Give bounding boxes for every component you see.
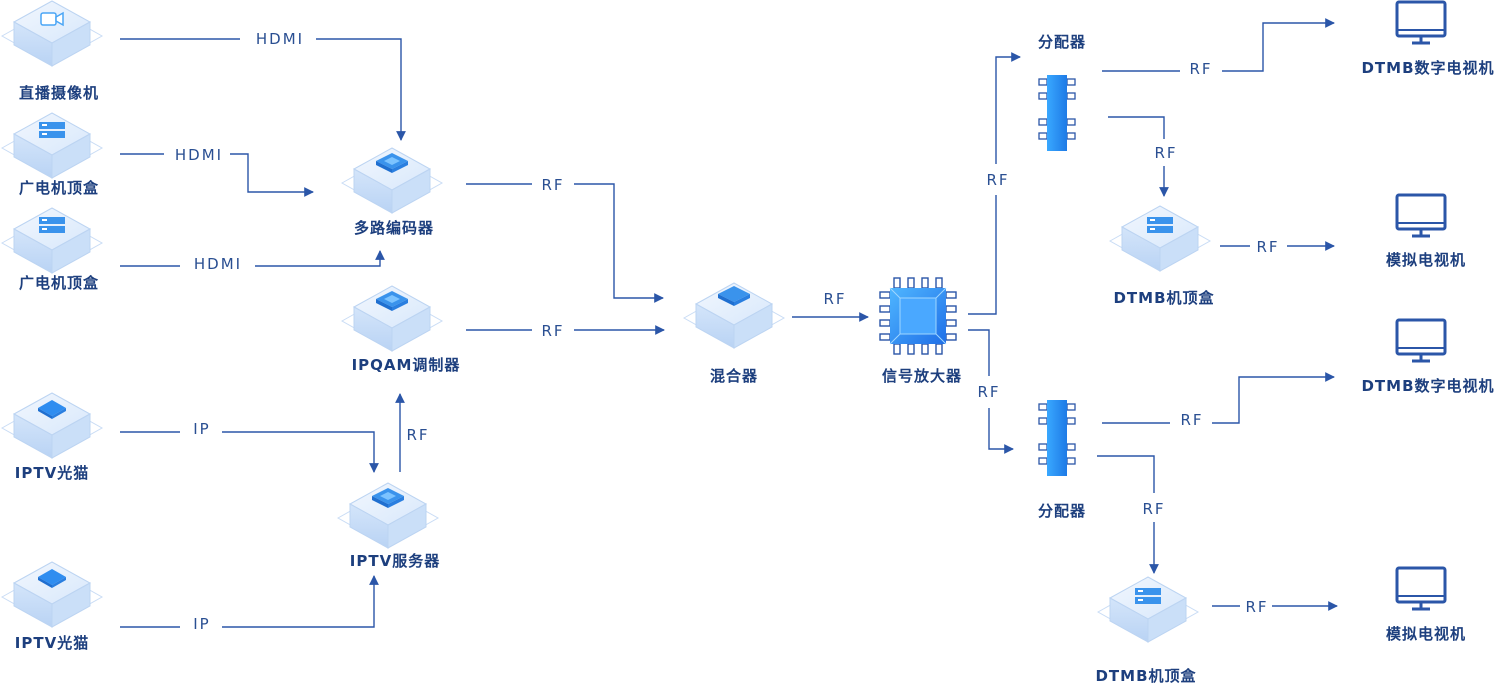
- node-encoder: [341, 147, 443, 214]
- camera-icon: [40, 11, 64, 27]
- monitor-icon: [1395, 566, 1447, 611]
- modem-icon: [38, 569, 66, 588]
- edge-label-amp-splitter-bottom: RF: [977, 383, 1000, 401]
- edge-label-stb2-encoder: HDMI: [194, 255, 242, 273]
- edge-modem1-server: [120, 431, 374, 472]
- edge-splitter-top-stb: [1108, 116, 1164, 196]
- edge-label-stb-top-analog: RF: [1256, 238, 1279, 256]
- node-dtmb-tv-bottom: [1395, 318, 1447, 363]
- node-stb2: [1, 207, 103, 274]
- label-iptv-server: IPTV服务器: [350, 552, 440, 570]
- edge-modem2-server: [120, 576, 374, 628]
- edge-amp-splitter-bottom: [968, 329, 1013, 449]
- label-dtmb-tv-top: DTMB数字电视机: [1361, 59, 1494, 77]
- node-dtmb-stb-bottom: [1097, 576, 1199, 643]
- edge-splitter-bottom-stb: [1097, 455, 1154, 573]
- modem-icon: [38, 400, 66, 419]
- label-iptv-modem2: IPTV光猫: [15, 634, 89, 652]
- edge-splitter-bottom-tv: [1102, 377, 1334, 424]
- label-dtmb-tv-bottom: DTMB数字电视机: [1361, 377, 1494, 395]
- node-dtmb-tv-top: [1395, 0, 1447, 45]
- label-iptv-modem1: IPTV光猫: [15, 464, 89, 482]
- server-icon: [39, 122, 65, 138]
- edge-encoder-mixer: [466, 183, 663, 298]
- label-dtmb-stb-bottom: DTMB机顶盒: [1095, 667, 1196, 685]
- edge-label-server-ipqam: RF: [406, 426, 429, 444]
- edge-label-modem1-server: IP: [193, 420, 210, 438]
- label-mixer: 混合器: [710, 367, 758, 385]
- edge-amp-splitter-top: [968, 57, 1020, 315]
- monitor-icon: [1395, 0, 1447, 45]
- label-encoder: 多路编码器: [354, 219, 434, 237]
- node-splitter-bottom: [1038, 400, 1076, 476]
- server-icon: [39, 217, 65, 233]
- node-iptv-modem2: [1, 561, 103, 628]
- server-icon: [372, 488, 404, 508]
- edge-label-mixer-amp: RF: [823, 290, 846, 308]
- edge-label-amp-splitter-top: RF: [986, 171, 1009, 189]
- node-camera: [1, 0, 103, 67]
- chip-icon: [879, 277, 957, 355]
- server-icon: [1135, 588, 1161, 604]
- edge-label-splitter-top-tv: RF: [1189, 60, 1212, 78]
- label-camera: 直播摄像机: [19, 84, 99, 102]
- edge-label-splitter-bottom-stb: RF: [1142, 500, 1165, 518]
- splitter-icon: [1038, 400, 1076, 476]
- node-stb1: [1, 112, 103, 179]
- node-mixer: [683, 282, 785, 349]
- label-splitter-top: 分配器: [1038, 33, 1086, 51]
- edge-label-splitter-bottom-tv: RF: [1180, 411, 1203, 429]
- edge-label-encoder-mixer: RF: [541, 176, 564, 194]
- modulator-icon: [376, 291, 408, 311]
- connections: [120, 23, 1337, 628]
- label-analog-tv-top: 模拟电视机: [1386, 251, 1466, 269]
- edge-label-camera-encoder: HDMI: [256, 30, 304, 48]
- label-dtmb-stb-top: DTMB机顶盒: [1113, 289, 1214, 307]
- edge-camera-encoder: [120, 38, 401, 140]
- edge-label-stb-bottom-analog: RF: [1245, 598, 1268, 616]
- monitor-icon: [1395, 193, 1447, 238]
- edge-label-modem2-server: IP: [193, 615, 210, 633]
- edge-stb2-encoder: [120, 251, 380, 267]
- server-icon: [1147, 217, 1173, 233]
- node-splitter-top: [1038, 75, 1076, 151]
- node-amplifier: [879, 277, 957, 355]
- splitter-icon: [1038, 75, 1076, 151]
- node-dtmb-stb-top: [1109, 205, 1211, 272]
- edge-label-stb1-encoder: HDMI: [175, 146, 223, 164]
- edge-label-splitter-top-stb: RF: [1154, 144, 1177, 162]
- node-ipqam: [341, 285, 443, 352]
- node-iptv-server: [337, 482, 439, 549]
- edge-label-ipqam-mixer: RF: [541, 322, 564, 340]
- label-analog-tv-bottom: 模拟电视机: [1386, 625, 1466, 643]
- label-amplifier: 信号放大器: [882, 367, 962, 385]
- node-analog-tv-top: [1395, 193, 1447, 238]
- node-analog-tv-bottom: [1395, 566, 1447, 611]
- label-stb1: 广电机顶盒: [19, 179, 99, 197]
- edge-splitter-top-tv: [1102, 23, 1334, 72]
- encoder-icon: [376, 153, 408, 173]
- monitor-icon: [1395, 318, 1447, 363]
- label-splitter-bottom: 分配器: [1038, 502, 1086, 520]
- edge-labels: HDMI HDMI HDMI IP IP RF RF RF RF RF RF R…: [175, 30, 1279, 633]
- edge-stb1-encoder: [120, 153, 313, 192]
- label-ipqam: IPQAM调制器: [352, 356, 461, 374]
- node-iptv-modem1: [1, 392, 103, 459]
- label-stb2: 广电机顶盒: [19, 274, 99, 292]
- mixer-icon: [718, 286, 750, 306]
